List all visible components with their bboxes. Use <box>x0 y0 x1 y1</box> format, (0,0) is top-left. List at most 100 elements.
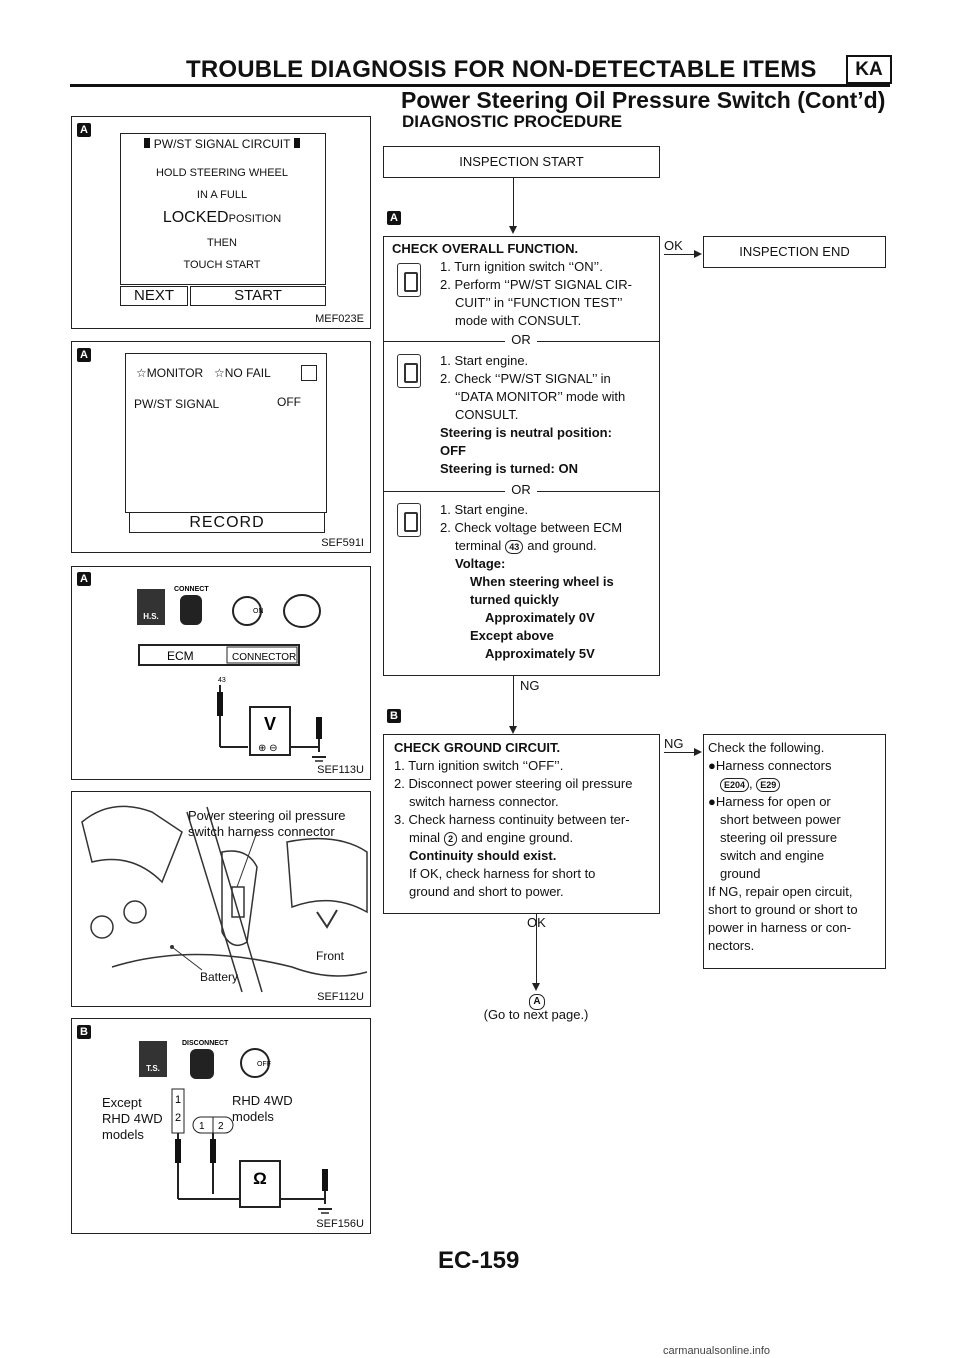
or-divider-1: OR <box>383 332 659 350</box>
check1-step2b: CUIT’’ in ‘‘FUNCTION TEST’’ <box>455 295 623 310</box>
monitor-step2a: 2. Check ‘‘PW/ST SIGNAL’’ in <box>440 371 611 386</box>
page-subtitle: Power Steering Oil Pressure Switch (Cont… <box>401 87 886 113</box>
rhd-label-1: RHD 4WD <box>232 1093 293 1108</box>
voltage-step2: 2. Check voltage between ECM <box>440 520 623 535</box>
arrow-right-icon <box>694 250 702 258</box>
voltmeter-symbol: V <box>264 714 276 734</box>
bullet-harness-connectors: ●Harness connectors <box>708 758 832 773</box>
harness-connectors-text: Harness connectors <box>715 758 832 773</box>
voltage-label: Voltage: <box>455 556 506 571</box>
pressure-switch-connector <box>231 886 245 918</box>
connector-line <box>513 676 514 726</box>
screen-title: PW/ST SIGNAL CIRCUIT <box>124 137 320 151</box>
connector-e204-badge: E204 <box>720 778 750 792</box>
or-text: OR <box>505 482 537 497</box>
ignition-key-icon <box>240 1048 270 1078</box>
off-text: OFF <box>257 1061 271 1068</box>
except-label-2: RHD 4WD <box>102 1111 163 1126</box>
check1-title: CHECK OVERALL FUNCTION. <box>392 241 579 256</box>
rhd-label-2: models <box>232 1109 274 1124</box>
panel-tag: B <box>77 1025 91 1039</box>
monitor-condition-2: OFF <box>440 443 466 458</box>
disconnect-text: DISCONNECT <box>182 1040 229 1047</box>
consult-screen <box>120 133 326 285</box>
connector-line <box>513 178 514 228</box>
next-button[interactable]: NEXT <box>120 286 188 306</box>
connector-codes: E204, E29 <box>708 775 884 793</box>
voltage-check-content: 1. Start engine. 2. Check voltage betwee… <box>384 501 659 663</box>
check2-step2b: switch harness connector. <box>409 794 559 809</box>
figure-code: SEF591I <box>321 537 364 549</box>
check2-note2: ground and short to power. <box>409 884 564 899</box>
page-number: EC-159 <box>438 1247 520 1274</box>
rhd-pin-2: 2 <box>218 1121 224 1132</box>
monitor-condition-1: Steering is neutral position: <box>440 425 612 440</box>
screen-touch-start: TOUCH START <box>183 259 261 271</box>
pin-2-label: 2 <box>175 1112 181 1124</box>
screen-position: POSITION <box>228 213 282 225</box>
monitor-condition-3: Steering is turned: ON <box>440 461 578 476</box>
tester-icon <box>397 503 421 537</box>
on-text: ON <box>253 608 264 615</box>
inspection-end-box: INSPECTION END <box>703 236 886 268</box>
or-text: OR <box>505 332 537 347</box>
record-button[interactable]: RECORD <box>129 512 325 533</box>
panel-connector-location: Power steering oil pressure switch harne… <box>71 791 371 1007</box>
signal-value: OFF <box>277 395 301 409</box>
panel-tag: A <box>77 348 91 362</box>
repair-line-2: short to ground or short to <box>708 902 858 917</box>
connector-callout-1: Power steering oil pressure <box>188 808 346 823</box>
monitor-text: MONITOR <box>146 366 204 380</box>
inspection-start-text: INSPECTION START <box>459 154 584 169</box>
voltage-cond-2: turned quickly <box>470 592 559 607</box>
monitor-step2c: CONSULT. <box>455 407 519 422</box>
figure-code: SEF113U <box>317 764 364 776</box>
voltmeter-icon <box>249 706 291 756</box>
continuity-check-diagram: T.S. DISCONNECT OFF 1 2 1 2 Ω <box>139 1040 332 1214</box>
check2-title: CHECK GROUND CIRCUIT. <box>394 740 561 755</box>
rhd-pin-1: 1 <box>199 1121 205 1132</box>
arrow-down-icon <box>509 226 517 234</box>
separator: , <box>749 776 753 791</box>
harness-line-d: switch and engine <box>720 848 825 863</box>
connector-callout-2: switch harness connector <box>188 824 335 839</box>
connector-icon <box>180 595 202 625</box>
check2-continuity: Continuity should exist. <box>409 848 557 863</box>
header-rule <box>70 84 890 87</box>
harness-line-b: short between power <box>720 812 841 827</box>
model-badge: KA <box>846 55 892 84</box>
harness-open-text: Harness for open or <box>715 794 831 809</box>
terminal-43-badge: 43 <box>505 540 524 554</box>
inspection-start-box: INSPECTION START <box>383 146 660 178</box>
start-button[interactable]: START <box>190 286 326 306</box>
check2-step1: 1. Turn ignition switch ‘‘OFF’’. <box>394 758 564 773</box>
screen-locked: LOCKED <box>162 209 229 226</box>
ok-label: OK <box>664 238 683 253</box>
figure-code: MEF023E <box>315 313 364 325</box>
footer-watermark: carmanualsonline.info <box>663 1345 771 1357</box>
check-ground-circuit-content: CHECK GROUND CIRCUIT. 1. Turn ignition s… <box>384 739 659 901</box>
section-title: DIAGNOSTIC PROCEDURE <box>402 112 623 131</box>
connector-text: CONNECTOR <box>232 652 296 663</box>
check2-step3a: 3. Check harness continuity between ter- <box>394 812 630 827</box>
ohmmeter-symbol: Ω <box>253 1169 267 1188</box>
ng-label: NG <box>520 678 540 693</box>
screen-title-text: PW/ST SIGNAL CIRCUIT <box>153 137 291 151</box>
voltage-cond-5: Approximately 5V <box>485 646 595 661</box>
checkbox-icon[interactable] <box>301 365 317 381</box>
ng-connector-line <box>664 752 694 753</box>
panel-data-monitor-screen: A ☆MONITOR ☆NO FAIL PW/ST SIGNAL OFF REC… <box>71 341 371 553</box>
monitor-step1: 1. Start engine. <box>440 353 529 368</box>
connector-icon <box>190 1049 214 1079</box>
terminal-text: terminal <box>455 538 502 553</box>
except-label-1: Except <box>102 1095 142 1110</box>
panel-tag: A <box>77 572 91 586</box>
repair-line-1: If NG, repair open circuit, <box>708 884 853 899</box>
front-arrow-icon <box>316 909 338 929</box>
figure-code: SEF112U <box>317 991 364 1003</box>
ohmmeter-icon <box>239 1160 281 1208</box>
ok-connector-line <box>664 254 694 255</box>
ecm-text: ECM <box>167 649 194 663</box>
